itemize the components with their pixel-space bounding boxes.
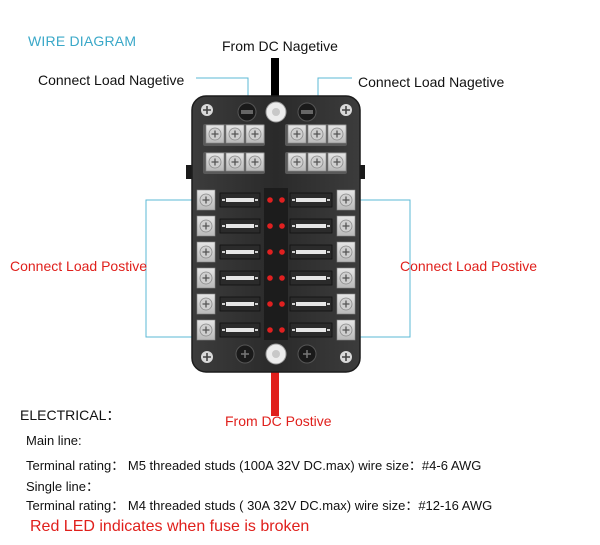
dc-negative-wire (271, 58, 279, 110)
load-terminal-screw (196, 241, 216, 263)
connect-load-positive-left-label: Connect Load Postive (10, 258, 147, 274)
blade-fuse (219, 192, 261, 208)
side-tab-right (359, 165, 365, 179)
connect-load-positive-right-label: Connect Load Postive (400, 258, 537, 274)
negative-terminal-screw (245, 152, 265, 172)
red-led-note: Red LED indicates when fuse is broken (30, 518, 310, 535)
fuse-status-led (267, 223, 273, 229)
negative-terminal-screw (287, 152, 307, 172)
negative-terminal-screw (205, 124, 225, 144)
load-terminal-screw (336, 319, 356, 341)
load-terminal-screw (336, 267, 356, 289)
negative-terminal-screw (205, 152, 225, 172)
corner-screw-top-left (201, 104, 213, 116)
corner-screw-bottom-left (201, 351, 213, 363)
fuse-status-led (279, 249, 285, 255)
load-terminal-screw (336, 241, 356, 263)
blade-fuse (289, 322, 333, 338)
blade-fuse (219, 270, 261, 286)
connect-load-negative-left-label: Connect Load Nagetive (38, 72, 185, 88)
negative-terminal-screw (327, 124, 347, 144)
blade-fuse (289, 192, 333, 208)
guide-line-load-pos-left (145, 199, 194, 338)
load-terminal-screw (196, 319, 216, 341)
blade-fuse (289, 244, 333, 260)
load-terminal-screw (196, 293, 216, 315)
corner-screw-top-right (340, 104, 352, 116)
fuse-status-led (267, 249, 273, 255)
negative-terminal-screw (307, 152, 327, 172)
blade-fuse (219, 244, 261, 260)
from-dc-positive-label: From DC Postive (225, 413, 332, 429)
diagram-title: WIRE DIAGRAM (28, 33, 137, 49)
fuse-status-led (279, 197, 285, 203)
fuse-status-led (279, 301, 285, 307)
blade-fuse (219, 218, 261, 234)
load-terminal-screw (336, 215, 356, 237)
fuse-status-led (267, 301, 273, 307)
guide-line-load-pos-right (356, 199, 411, 338)
main-line-label: Main line: (26, 433, 82, 448)
fuse-row (196, 189, 356, 211)
negative-terminal-screw (307, 124, 327, 144)
fuse-status-led (279, 327, 285, 333)
negative-terminal-screw (225, 124, 245, 144)
fuse-status-led (279, 275, 285, 281)
fuse-row (196, 241, 356, 263)
fuse-row (196, 267, 356, 289)
fuse-row (196, 319, 356, 341)
single-line-label: Single line： (26, 479, 99, 494)
fuse-row (196, 293, 356, 315)
load-terminal-screw (196, 215, 216, 237)
led-strip (264, 188, 288, 340)
fuse-status-led (267, 327, 273, 333)
electrical-heading: ELECTRICAL： (20, 407, 121, 423)
fuse-rows (196, 188, 356, 341)
load-terminal-screw (196, 267, 216, 289)
blade-fuse (219, 322, 261, 338)
fuse-row (196, 215, 356, 237)
blade-fuse (289, 296, 333, 312)
main-line-rating: Terminal rating： M5 threaded studs (100A… (26, 458, 482, 473)
from-dc-negative-label: From DC Nagetive (222, 38, 338, 54)
load-terminal-screw (196, 189, 216, 211)
negative-terminal-screw (287, 124, 307, 144)
load-terminal-screw (336, 189, 356, 211)
dc-positive-wire (271, 360, 279, 416)
negative-terminal-screw (327, 152, 347, 172)
connect-load-negative-right-label: Connect Load Nagetive (358, 74, 505, 90)
corner-screw-bottom-right (340, 351, 352, 363)
load-terminal-screw (336, 293, 356, 315)
negative-terminal-bus (203, 124, 347, 174)
negative-terminal-screw (225, 152, 245, 172)
negative-terminal-screw (245, 124, 265, 144)
fuse-status-led (267, 275, 273, 281)
fuse-status-led (267, 197, 273, 203)
single-line-rating: Terminal rating： M4 threaded studs ( 30A… (26, 498, 493, 513)
side-tab-left (186, 165, 192, 179)
fuse-status-led (279, 223, 285, 229)
blade-fuse (219, 296, 261, 312)
blade-fuse (289, 270, 333, 286)
blade-fuse (289, 218, 333, 234)
